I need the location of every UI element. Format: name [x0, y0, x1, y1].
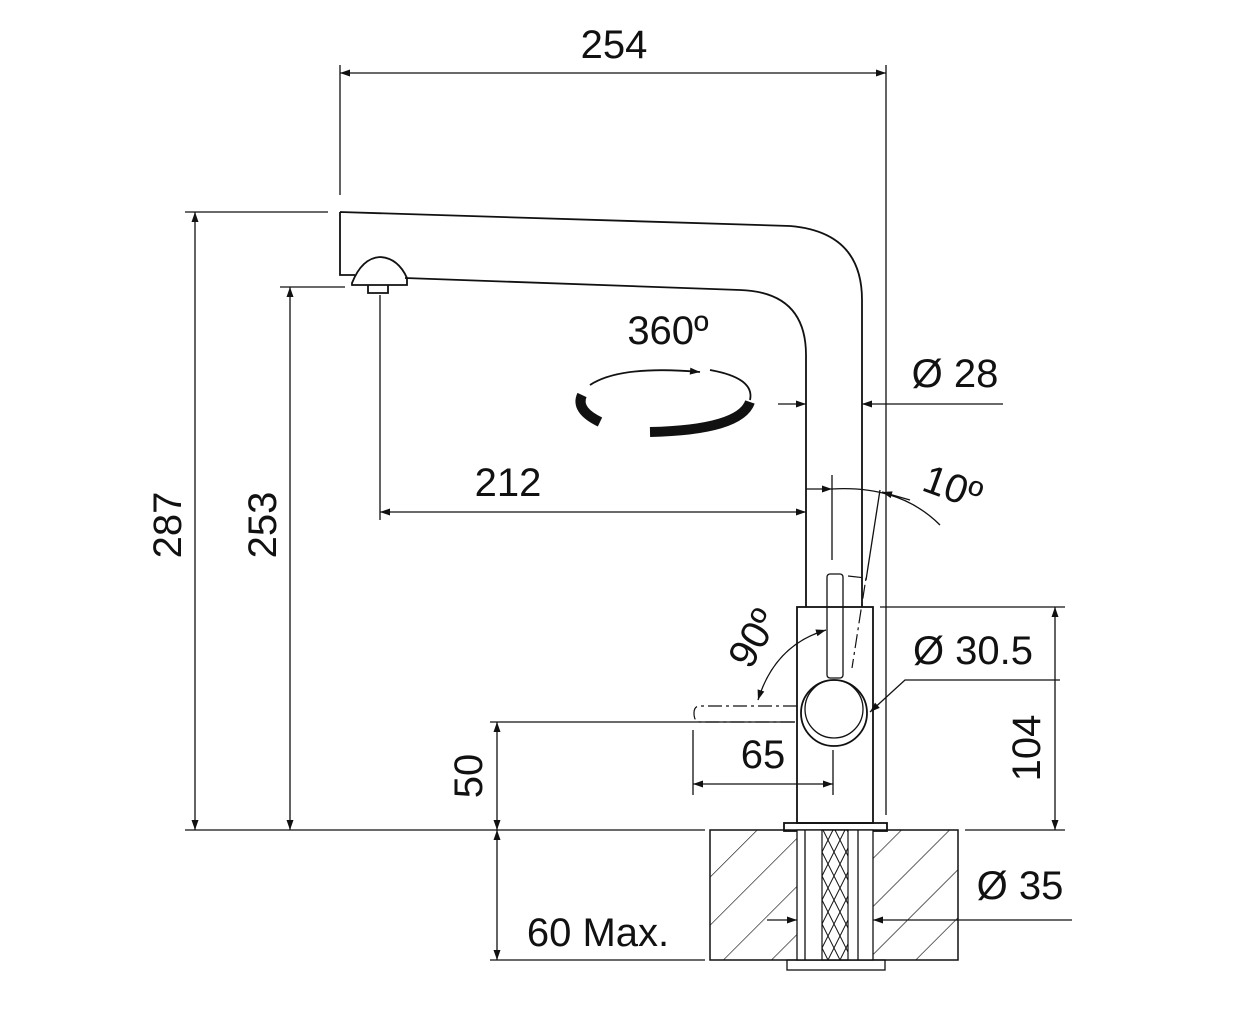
lever-hub — [800, 679, 868, 747]
label-212: 212 — [475, 461, 542, 505]
label-253: 253 — [241, 492, 285, 559]
dimension-labels: 254 287 253 212 360º Ø 28 10º 90º Ø 30.5… — [146, 23, 1063, 955]
faucet-outline — [339, 211, 888, 832]
supply-hose — [821, 829, 849, 961]
label-diameter-30-5: Ø 30.5 — [913, 629, 1033, 673]
countertop-section — [709, 829, 959, 971]
label-50: 50 — [447, 754, 491, 799]
lever-tilted — [847, 575, 867, 669]
label-104: 104 — [1005, 715, 1049, 782]
label-diameter-28: Ø 28 — [912, 352, 999, 396]
label-360: 360º — [627, 309, 709, 353]
lever-hub-inner — [804, 679, 864, 739]
lever-open-position — [693, 705, 797, 723]
label-65: 65 — [741, 733, 786, 777]
label-10-degree: 10º — [917, 457, 988, 519]
label-287: 287 — [146, 492, 190, 559]
aerator — [351, 256, 408, 294]
label-254: 254 — [581, 23, 648, 67]
spout — [339, 211, 863, 607]
label-90-degree: 90º — [720, 602, 788, 676]
label-60-max: 60 Max. — [527, 911, 669, 955]
lever-stem — [826, 573, 844, 679]
label-diameter-35: Ø 35 — [977, 864, 1064, 908]
dimension-lines — [191, 69, 1072, 960]
faucet-body — [796, 606, 874, 824]
rotation-360-icon — [575, 367, 755, 437]
mounting-nut — [786, 959, 886, 971]
